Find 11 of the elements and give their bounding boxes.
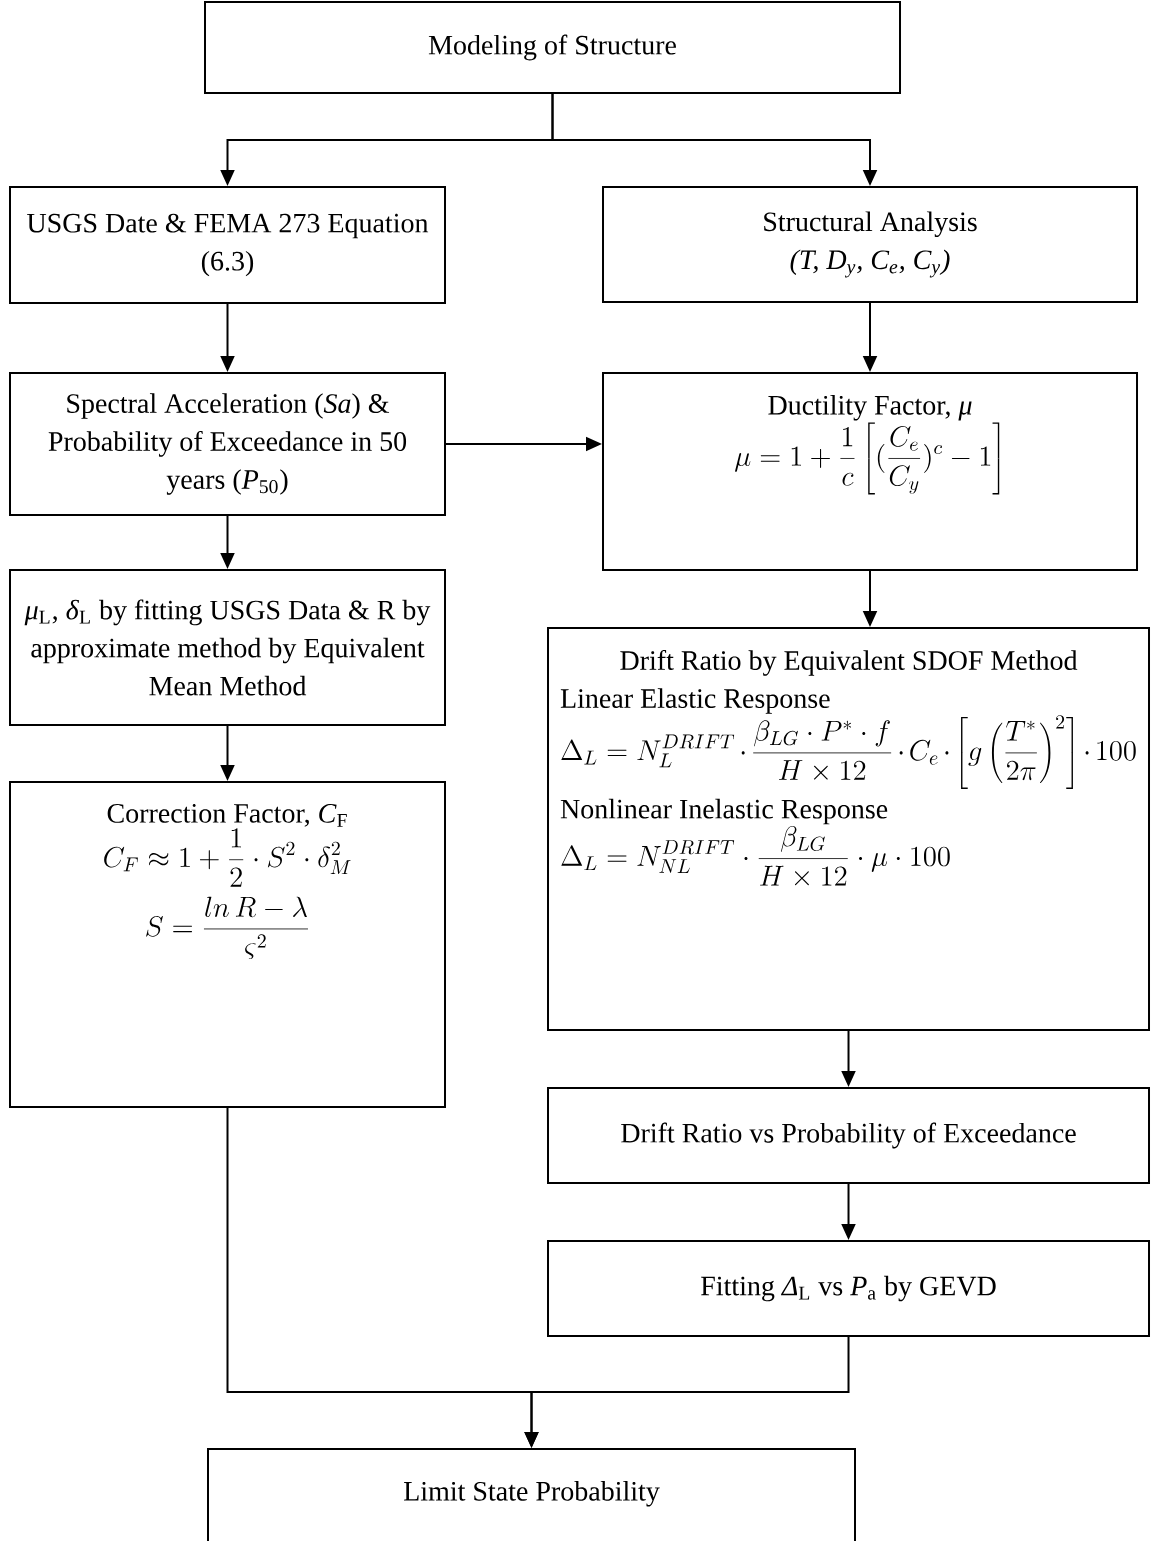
process-box: Ductility Factor, μ $\mu = 1+\frac{1}{c}\left[(\frac{C_e}{C_y})^{c}-1\right]$ — [602, 372, 1138, 571]
process-box: Correction Factor, C$_{F}$ $C_F \approx 1+\frac{1}{2}\cdot S^{2}\cdot\delta_M^{2}$ $S = \frac{ln\,R-\lambda}{\varsigma^{2}}$ — [9, 781, 446, 1108]
process-box: Drift Ratio vs Probability of Exceedance — [547, 1087, 1150, 1184]
process-box: Fitting Δ$_{L}$ vs P$_{a}$ by GEVD — [547, 1240, 1150, 1337]
process-box: Modeling of Structure — [204, 1, 901, 94]
process-box: μ$_{L}$, δ$_{L}$ by fitting USGS Data & R by approximate method by Equivalent Mean Method — [9, 569, 446, 726]
process-box: Limit State Probability — [207, 1448, 856, 1541]
process-box: USGS Date & FEMA 273 Equation (6.3) — [9, 186, 446, 304]
process-box: Spectral Acceleration (Sa) & Probability of Exceedance in 50 years (P$_{50}$) — [9, 372, 446, 516]
process-box: Structural Analysis (T, D$_{y}$, C$_{e}$, C$_{y}$) — [602, 186, 1138, 303]
process-box: Drift Ratio by Equivalent SDOF Method Linear Elastic Response $\Delta_L = N_L^{DRIFT}\cdot\frac{\beta_{LG}\cdot P^{*}\cdot f}{H\times 12}\cdot C_e\cdot\left[g\left(\frac{T^{*}}{2\pi}\right)^{2}\right]\cdot 100$ Nonlinear Inelastic Response $\Delta_L = N_{NL}^{DRIFT}\cdot\frac{\beta_{LG}}{H\times 12}\cdot\mu\cdot 100$ — [547, 627, 1150, 1031]
